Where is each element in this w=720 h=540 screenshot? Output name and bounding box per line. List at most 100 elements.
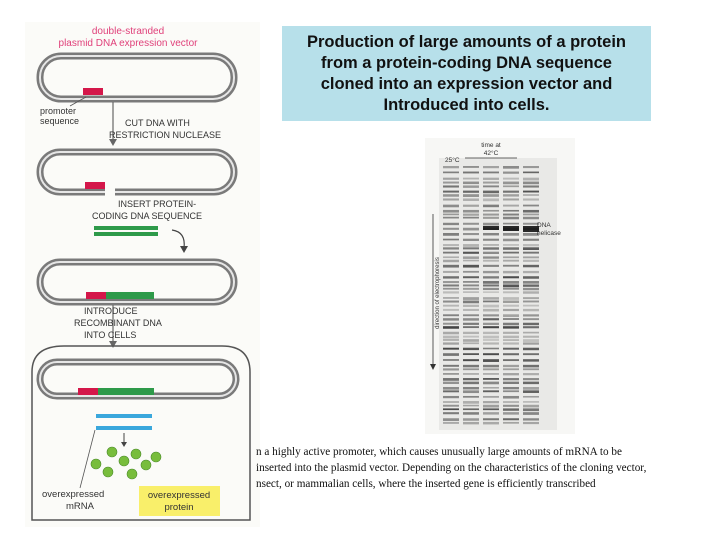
gel-band bbox=[463, 347, 479, 351]
gel-band bbox=[463, 222, 479, 225]
gel-band bbox=[503, 287, 519, 290]
gel-band bbox=[523, 326, 539, 329]
gel-band bbox=[463, 378, 479, 381]
gel-band bbox=[503, 190, 519, 193]
gel-band bbox=[503, 378, 519, 381]
gel-band bbox=[443, 256, 459, 259]
gel-band bbox=[523, 247, 539, 251]
gel-band bbox=[503, 185, 519, 188]
gel-band bbox=[503, 395, 519, 399]
gel-band bbox=[463, 259, 479, 262]
gel-band bbox=[463, 314, 479, 317]
gel-band bbox=[483, 287, 499, 291]
gel-band bbox=[483, 373, 499, 375]
gel-band bbox=[443, 364, 459, 367]
gel-band bbox=[523, 222, 539, 225]
coding-sequence-strand-1 bbox=[94, 226, 158, 230]
gel-band bbox=[503, 232, 519, 236]
gel-band bbox=[503, 314, 519, 317]
gel-band bbox=[523, 368, 539, 371]
step-cut-1: CUT DNA WITH bbox=[125, 118, 190, 128]
gel-band bbox=[463, 339, 479, 342]
gel-band bbox=[463, 359, 479, 362]
gel-band bbox=[443, 166, 459, 169]
gel-band bbox=[463, 395, 479, 398]
step-insert-1: INSERT PROTEIN- bbox=[118, 199, 196, 209]
mrna-strand-2 bbox=[96, 426, 152, 430]
gel-band bbox=[523, 318, 539, 321]
gel-band bbox=[443, 386, 459, 390]
gel-band bbox=[463, 276, 479, 279]
gel-band bbox=[483, 314, 499, 317]
gel-band bbox=[483, 364, 499, 368]
gel-band bbox=[463, 364, 479, 368]
gel-band bbox=[503, 181, 519, 185]
gel-band bbox=[503, 331, 519, 334]
gel-band bbox=[483, 204, 499, 208]
gel-band bbox=[523, 395, 539, 398]
plasmid-in-cell bbox=[36, 358, 240, 400]
gel-temp-label: 25°C bbox=[445, 156, 460, 164]
gel-band bbox=[503, 342, 519, 345]
caption-line-2: inserted into the plasmid vector. Depend… bbox=[256, 462, 647, 474]
gel-band bbox=[443, 421, 459, 424]
gel-band bbox=[463, 270, 479, 273]
gel-band bbox=[463, 216, 479, 219]
gel-band bbox=[523, 213, 539, 216]
gel-band bbox=[503, 368, 519, 371]
mrna-strand-1 bbox=[96, 414, 152, 418]
gel-band bbox=[503, 259, 519, 262]
gel-band bbox=[523, 281, 539, 284]
gel-band bbox=[443, 216, 459, 219]
gel-band bbox=[483, 216, 499, 219]
protein-label-box bbox=[139, 486, 220, 516]
gel-band bbox=[503, 359, 519, 362]
gel-band bbox=[463, 238, 479, 241]
gel-band bbox=[463, 386, 479, 390]
plasmid-cut bbox=[36, 148, 238, 196]
gel-band bbox=[443, 304, 459, 307]
gel-band bbox=[523, 256, 539, 259]
gel-band bbox=[483, 381, 499, 385]
gel-band bbox=[523, 194, 539, 196]
gel-band bbox=[463, 284, 479, 287]
gel-band bbox=[463, 190, 479, 193]
gel-band bbox=[443, 373, 459, 375]
gel-band bbox=[463, 421, 479, 425]
gel-bands bbox=[443, 166, 539, 425]
gel-band bbox=[463, 194, 479, 197]
gel-band bbox=[483, 209, 499, 212]
electrophoresis-label: direction of electrophoresis bbox=[435, 257, 441, 329]
gel-band bbox=[483, 276, 499, 279]
gel-band bbox=[503, 390, 519, 393]
gel-band bbox=[463, 297, 479, 300]
gel-band bbox=[503, 353, 519, 356]
gel-band bbox=[503, 373, 519, 376]
gel-band bbox=[443, 368, 459, 371]
gel-band bbox=[463, 304, 479, 307]
gel-band bbox=[443, 213, 459, 216]
gel-band bbox=[463, 404, 479, 407]
gel-band bbox=[523, 418, 539, 421]
gel-band bbox=[483, 300, 499, 303]
promoter-label-1: promoter bbox=[40, 106, 76, 116]
gel-band bbox=[523, 373, 539, 376]
gel-band bbox=[523, 177, 539, 181]
gel-band bbox=[443, 287, 459, 290]
gel-band bbox=[463, 247, 479, 250]
slide-title: Production of large amounts of a protein… bbox=[306, 32, 626, 114]
gel-band bbox=[523, 386, 539, 390]
gel-band bbox=[483, 378, 499, 380]
gel-band bbox=[523, 401, 539, 403]
caption-line-1: n a highly active promoter, which causes… bbox=[256, 446, 622, 458]
gel-band bbox=[523, 171, 539, 174]
caption-line-3: nsect, or mammalian cells, where the ins… bbox=[256, 478, 596, 490]
gel-band bbox=[483, 238, 499, 241]
gel-band bbox=[463, 300, 479, 304]
gel-band bbox=[523, 209, 539, 213]
protein-label-2: protein bbox=[164, 502, 193, 513]
gel-band bbox=[503, 194, 519, 197]
gel-band bbox=[463, 318, 479, 321]
gel-band bbox=[523, 421, 539, 425]
gel-band bbox=[503, 270, 519, 274]
